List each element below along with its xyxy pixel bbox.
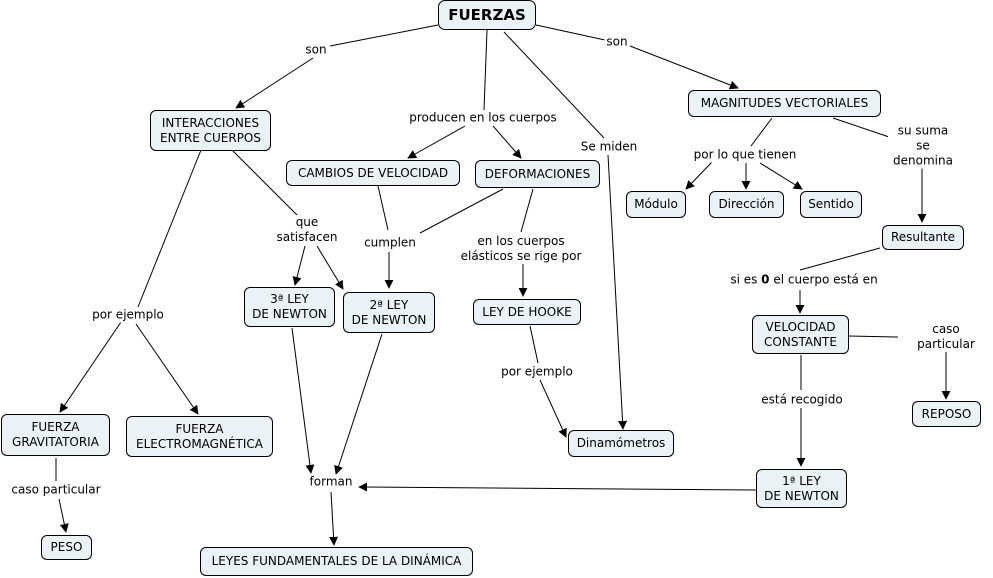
connector — [503, 31, 605, 139]
concept-deformaciones[interactable]: DEFORMACIONES — [475, 160, 600, 188]
connector — [629, 45, 739, 90]
connector — [520, 188, 534, 233]
connector — [483, 29, 488, 111]
connector — [329, 491, 339, 546]
link-caso-particular-right: caso particular — [915, 322, 977, 352]
concept-ley-hooke[interactable]: LEY DE HOOKE — [473, 299, 581, 325]
link-se-miden: Se miden — [578, 139, 640, 155]
connector — [334, 333, 383, 475]
concept-1a-ley-newton[interactable]: 1ª LEY DE NEWTON — [756, 469, 847, 508]
concept-fuerzas[interactable]: FUERZAS — [438, 0, 536, 30]
connector — [685, 161, 713, 190]
link-su-suma: su suma se denomina — [888, 123, 958, 169]
link-si-es-cero: si es 0 el cuerpo está en — [728, 272, 880, 288]
link-por-lo-que-tienen: por lo que tienen — [691, 147, 799, 163]
connector — [848, 335, 899, 338]
link-caso-particular-left: caso particular — [9, 482, 103, 498]
concept-dinamometros[interactable]: Dinamómetros — [568, 430, 674, 457]
link-que-satisfacen: que satisfacen — [274, 215, 340, 245]
link-por-ejemplo-mid: por ejemplo — [499, 364, 575, 380]
connector — [358, 482, 757, 492]
concept-cambios-velocidad[interactable]: CAMBIOS DE VELOCIDAD — [286, 160, 460, 186]
connector — [329, 24, 439, 47]
link-por-ejemplo-left: por ejemplo — [90, 307, 166, 323]
connector — [832, 117, 893, 139]
concept-velocidad-constante[interactable]: VELOCIDAD CONSTANTE — [752, 315, 849, 354]
link-cumplen: cumplen — [362, 235, 418, 251]
connector — [759, 162, 803, 190]
connector — [607, 154, 628, 430]
concept-2a-ley-newton[interactable]: 2ª LEY DE NEWTON — [343, 292, 435, 333]
concept-fuerza-gravitatoria[interactable]: FUERZA GRAVITATORIA — [1, 414, 110, 456]
connector — [539, 379, 567, 438]
connector — [407, 125, 466, 159]
connector — [316, 245, 344, 290]
connector — [292, 245, 306, 286]
connector — [492, 125, 522, 159]
concept-leyes-fundamentales[interactable]: LEYES FUNDAMENTALES DE LA DINÁMICA — [200, 547, 473, 576]
connector — [377, 185, 389, 231]
connector — [137, 149, 202, 308]
link-son-left: son — [303, 42, 329, 58]
link-son-right: son — [604, 34, 630, 50]
connector — [799, 247, 881, 271]
connector — [529, 325, 539, 364]
concept-resultante[interactable]: Resultante — [882, 225, 964, 250]
concept-interacciones[interactable]: INTERACCIONES ENTRE CUERPOS — [150, 110, 271, 151]
connector — [59, 321, 122, 413]
link-esta-recogido: está recogido — [759, 392, 845, 408]
concept-3a-ley-newton[interactable]: 3ª LEY DE NEWTON — [244, 287, 335, 327]
connector — [750, 117, 773, 147]
connector — [235, 57, 314, 109]
link-forman: forman — [307, 474, 355, 490]
concept-fuerza-electromagnetica[interactable]: FUERZA ELECTROMAGNÉTICA — [126, 416, 273, 457]
concept-direccion[interactable]: Dirección — [709, 191, 784, 218]
connector — [58, 498, 69, 533]
connector — [231, 149, 301, 219]
link-producen: producen en los cuerpos — [407, 110, 559, 126]
connector — [535, 24, 606, 41]
link-si-es-post: el cuerpo está en — [769, 272, 878, 287]
concept-magnitudes-vectoriales[interactable]: MAGNITUDES VECTORIALES — [688, 90, 881, 117]
concept-reposo[interactable]: REPOSO — [912, 401, 981, 427]
concept-modulo[interactable]: Módulo — [626, 191, 686, 218]
connector — [135, 323, 199, 415]
connector — [419, 188, 504, 234]
connector — [291, 327, 315, 474]
concept-sentido[interactable]: Sentido — [800, 191, 862, 218]
link-si-es-pre: si es — [730, 272, 762, 287]
link-elasticos: en los cuerpos elásticos se rige por — [458, 234, 584, 264]
link-si-es-bold: 0 — [761, 272, 770, 287]
concept-peso[interactable]: PESO — [41, 535, 92, 560]
